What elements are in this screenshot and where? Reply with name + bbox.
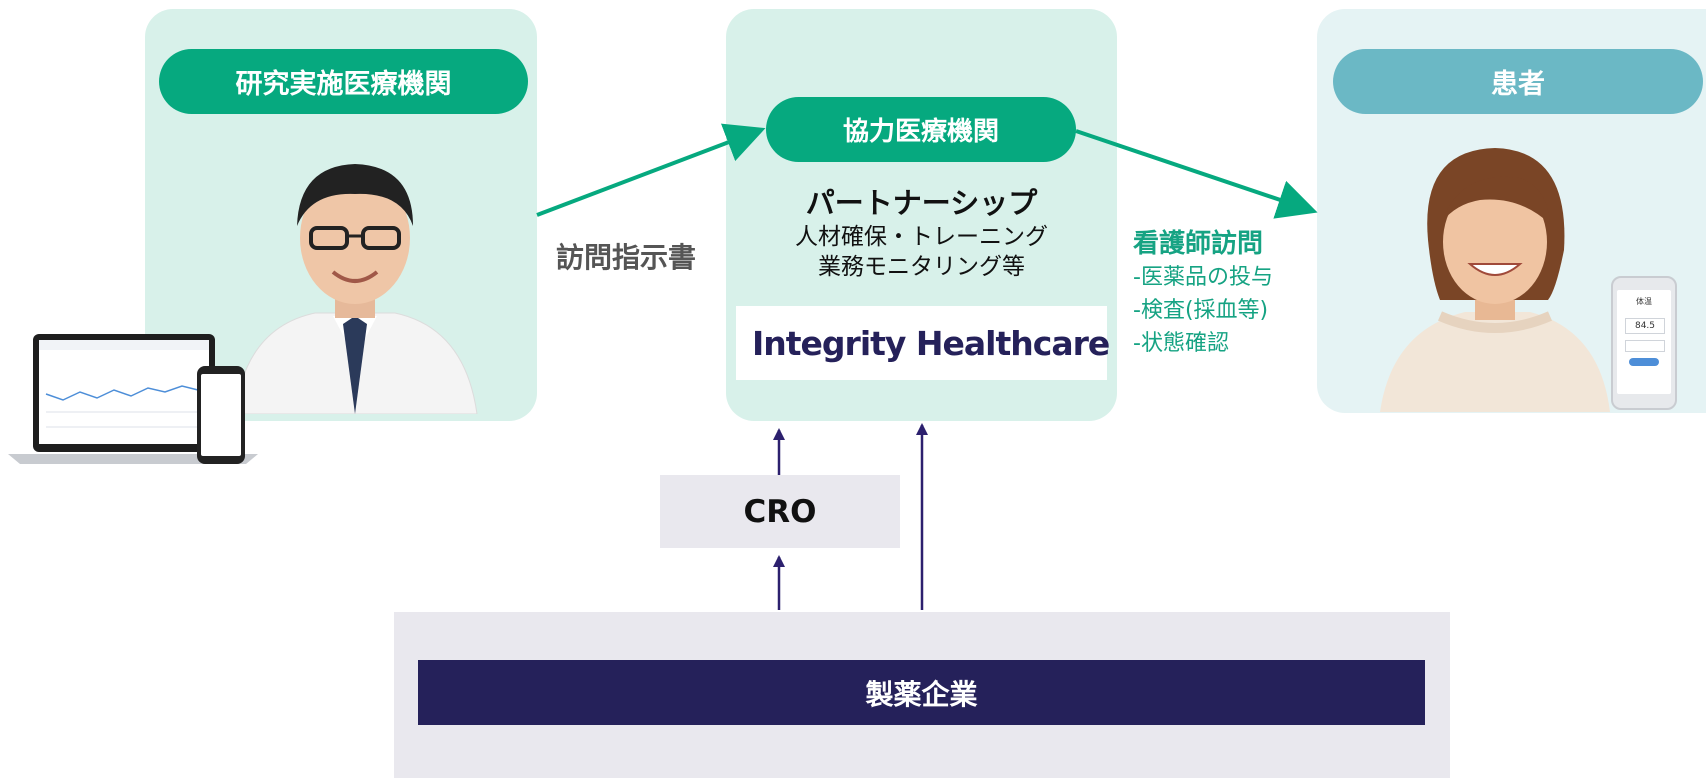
phone-screen-value: 84.5 [1625, 318, 1665, 334]
pharma-bar: 製薬企業 [418, 660, 1425, 725]
visit-instruction-label: 訪問指示書 [556, 241, 697, 274]
research-institution-pill: 研究実施医療機関 [159, 49, 528, 114]
integrity-logo-text: Integrity Healthcare [752, 323, 1110, 363]
partnership-line-1: 人材確保・トレーニング [795, 224, 1048, 250]
cro-label: CRO [743, 493, 817, 530]
doctor-phone-device [197, 366, 245, 464]
arrow-research-to-partner [536, 123, 766, 217]
doctor-photo [225, 148, 485, 414]
phone-screen-title: 体温 [1636, 297, 1652, 306]
nurse-visit-item: -医薬品の投与 [1133, 265, 1273, 290]
patient-phone-device: 体温 84.5 [1611, 276, 1677, 410]
nurse-visit-list: -医薬品の投与 -検査(採血等) -状態確認 [1133, 261, 1273, 360]
cro-box: CRO [660, 475, 900, 548]
integrity-healthcare-logo: Integrity Healthcare [736, 306, 1110, 380]
arrow-partner-to-patient [1075, 129, 1318, 219]
patient-pill: 患者 [1333, 49, 1703, 114]
patient-photo [1380, 140, 1610, 412]
nurse-visit-item: -検査(採血等) [1133, 298, 1269, 323]
partnership-line-2: 業務モニタリング等 [818, 254, 1025, 280]
partner-institution-pill: 協力医療機関 [766, 97, 1076, 162]
nurse-visit-item: -状態確認 [1133, 331, 1229, 356]
pharma-label: 製薬企業 [865, 677, 978, 711]
laptop-device [8, 332, 258, 467]
nurse-visit-title: 看護師訪問 [1133, 229, 1264, 259]
partnership-heading: パートナーシップ [805, 186, 1038, 220]
